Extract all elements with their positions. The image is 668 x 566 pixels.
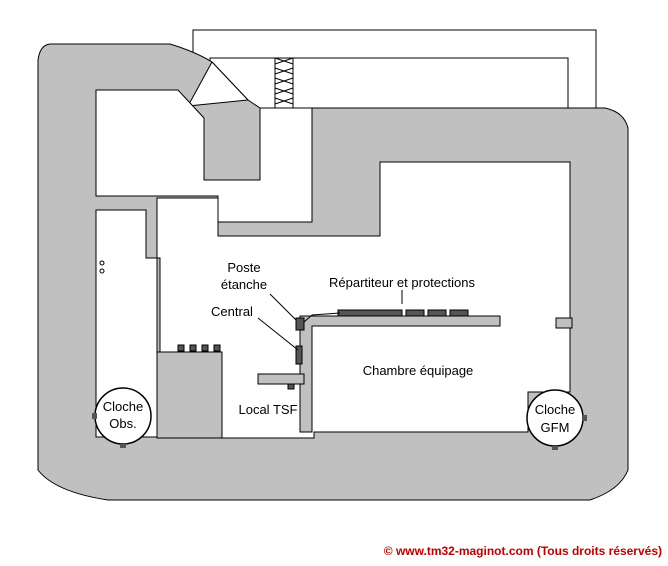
equipment-repartiteur-4	[449, 309, 469, 317]
equipment-poste-etanche	[295, 317, 305, 331]
leader-lines	[257, 290, 403, 351]
left-upper-corridor	[95, 89, 313, 223]
equipment-stud-2	[189, 344, 197, 352]
label-local-tsf: Local TSF	[238, 402, 297, 417]
label-repartiteur: Répartiteur et protections	[329, 275, 475, 290]
leader-poste-etanche	[269, 293, 297, 321]
equipment-repartiteur-1	[337, 309, 403, 317]
label-cloche-obs-line2: Obs.	[109, 416, 136, 431]
equipment-tsf-stud	[287, 383, 295, 390]
wall-markers	[99, 260, 105, 274]
exterior-ditch-outline	[192, 29, 597, 108]
label-cloche-gfm-line1: Cloche	[535, 402, 575, 417]
partition-repartiteur	[299, 315, 501, 433]
label-central: Central	[211, 304, 253, 319]
lower-left-block	[156, 351, 223, 439]
entrance-gap	[187, 61, 250, 107]
interior-walls	[156, 315, 573, 439]
partition-local-tsf	[257, 373, 305, 385]
cable-line	[303, 312, 341, 323]
equipment-repartiteur-3	[427, 309, 447, 317]
label-chambre-equipage: Chambre équipage	[363, 363, 474, 378]
grating-pattern	[274, 57, 294, 105]
equipment-repartiteur-2	[405, 309, 425, 317]
partition-right-nib	[555, 317, 573, 329]
cloche-obs	[92, 387, 152, 448]
label-poste-etanche-line1: Poste	[227, 260, 260, 275]
cloche-gfm	[526, 389, 587, 450]
copyright-notice: © www.tm32-maginot.com (Tous droits rése…	[384, 544, 662, 558]
equipment-central	[295, 345, 303, 365]
interior-rooms	[95, 89, 571, 439]
label-cloche-gfm-line2: GFM	[541, 420, 570, 435]
leader-central	[257, 317, 299, 351]
equipment-stud-4	[213, 344, 221, 352]
equipment-stud-1	[177, 344, 185, 352]
label-poste-etanche-line2: étanche	[221, 277, 267, 292]
label-cloche-obs-line1: Cloche	[103, 399, 143, 414]
equipment	[177, 309, 469, 390]
equipment-stud-3	[201, 344, 209, 352]
